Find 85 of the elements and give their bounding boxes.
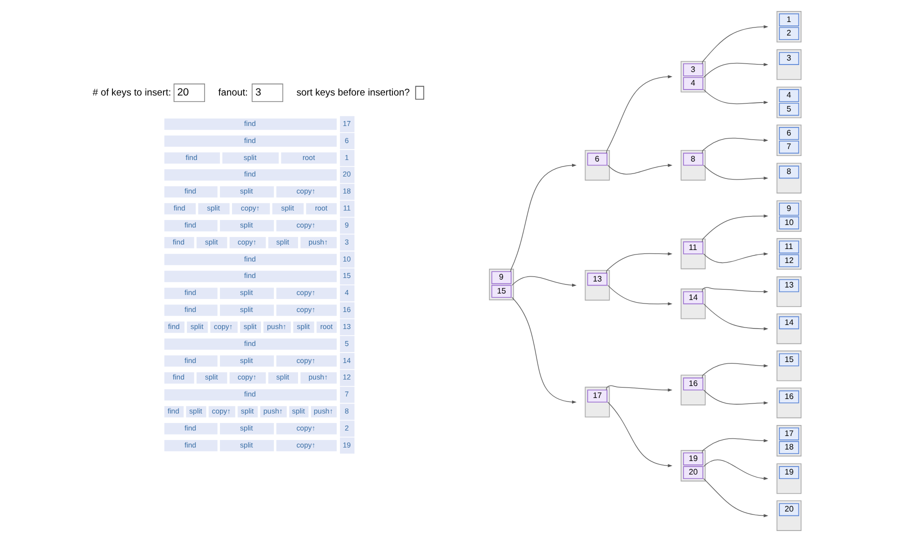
- label: find: [184, 423, 196, 432]
- label: 6: [344, 136, 349, 145]
- label: copy↑: [240, 204, 260, 213]
- label: 20: [177, 88, 189, 99]
- label: 7: [344, 390, 349, 399]
- label: copy↑: [296, 186, 316, 196]
- label: find: [244, 118, 256, 128]
- label: split: [240, 423, 253, 432]
- label: find: [174, 204, 186, 213]
- label: 16: [342, 305, 351, 314]
- label: push↑: [308, 237, 328, 246]
- label: find: [184, 220, 196, 230]
- label: sort keys before insertion?: [296, 87, 410, 98]
- label: 15: [342, 271, 351, 280]
- label: 20: [342, 170, 351, 179]
- label: 12: [342, 372, 351, 382]
- label: split: [296, 322, 310, 331]
- label: push↑: [267, 322, 286, 331]
- label: split: [189, 406, 202, 416]
- label: root: [302, 152, 315, 162]
- label: push↑: [263, 406, 283, 416]
- label: root: [320, 322, 333, 331]
- label: split: [190, 322, 204, 331]
- label: copy↑: [296, 440, 316, 450]
- label: split: [240, 356, 253, 365]
- label: # of keys to insert:: [92, 87, 172, 98]
- label: 3: [344, 237, 349, 246]
- label: find: [184, 440, 196, 450]
- label: split: [205, 237, 218, 246]
- label: push↑: [314, 406, 334, 416]
- label: 18: [342, 186, 351, 196]
- label: find: [244, 136, 256, 145]
- label: fanout:: [218, 87, 248, 98]
- label: split: [240, 186, 253, 196]
- label: find: [244, 390, 256, 399]
- label: find: [184, 186, 196, 196]
- label: 9: [344, 220, 349, 230]
- label: find: [244, 271, 256, 280]
- label: 11: [343, 204, 351, 213]
- label: 3: [255, 88, 262, 99]
- label: copy↑: [296, 288, 316, 298]
- label: split: [244, 322, 257, 331]
- label: find: [168, 322, 180, 331]
- label: copy↑: [238, 237, 257, 246]
- label: split: [276, 372, 290, 382]
- label: split: [240, 288, 253, 298]
- label: copy↑: [296, 220, 316, 230]
- label: split: [240, 305, 253, 314]
- label: 1: [344, 152, 349, 162]
- label: copy↑: [214, 322, 233, 331]
- label: find: [184, 356, 196, 365]
- label: find: [244, 338, 256, 348]
- label: find: [172, 372, 184, 382]
- label: 19: [342, 440, 351, 450]
- label: copy↑: [296, 305, 316, 314]
- label: find: [184, 288, 196, 298]
- label: root: [314, 204, 328, 213]
- label: copy↑: [212, 406, 231, 416]
- label: find: [186, 152, 198, 162]
- label: split: [276, 237, 290, 246]
- label: 10: [342, 254, 351, 264]
- label: find: [184, 305, 196, 314]
- label: 2: [344, 423, 349, 432]
- label: 13: [342, 322, 351, 331]
- label: split: [240, 220, 253, 230]
- label: find: [168, 406, 180, 416]
- label: find: [244, 254, 256, 264]
- label: split: [205, 372, 218, 382]
- label: copy↑: [296, 423, 316, 432]
- label: 8: [344, 406, 349, 416]
- label: find: [172, 237, 184, 246]
- label: split: [281, 204, 294, 213]
- label: 14: [342, 356, 351, 365]
- label: copy↑: [296, 356, 316, 365]
- label: split: [240, 440, 253, 450]
- label: 4: [344, 288, 349, 298]
- label: copy↑: [238, 372, 257, 382]
- label: split: [240, 406, 254, 416]
- label: split: [207, 204, 220, 213]
- label: 5: [344, 338, 349, 348]
- label: split: [292, 406, 305, 416]
- label: 17: [342, 118, 351, 128]
- label: split: [244, 152, 257, 162]
- label: push↑: [308, 372, 328, 382]
- label: find: [244, 170, 256, 179]
